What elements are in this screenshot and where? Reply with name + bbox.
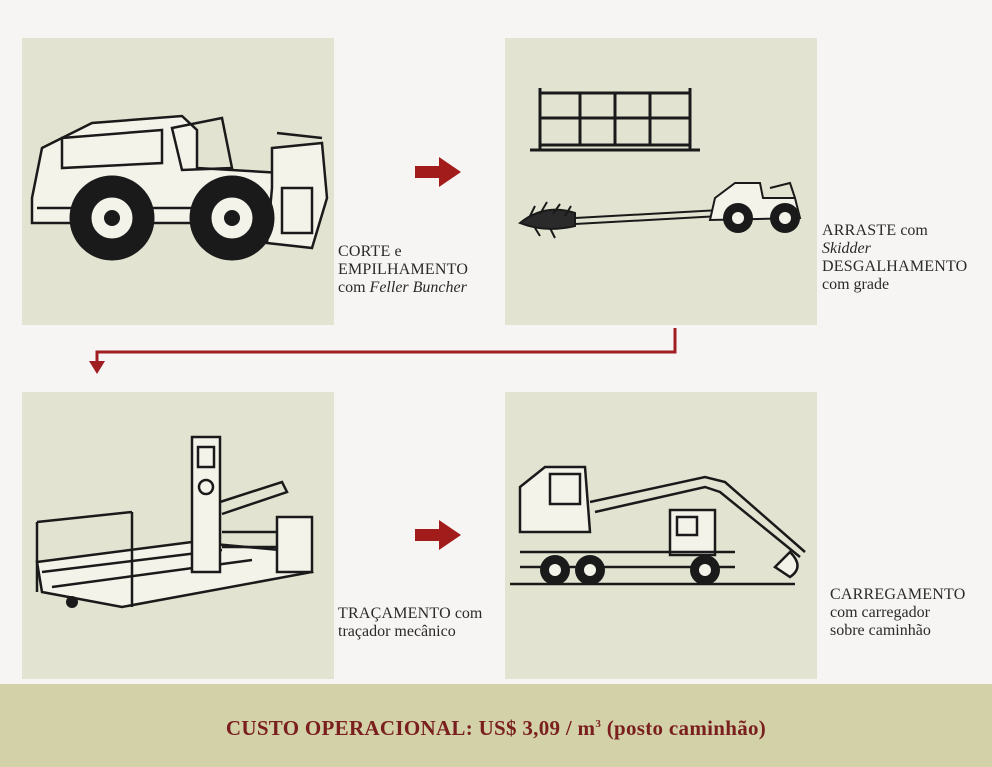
truck-loader-drawing [510, 465, 806, 586]
arrow-right-icon [415, 520, 461, 550]
skidder-and-grate-drawing [518, 88, 802, 239]
arrow-right-icon [415, 157, 461, 187]
cost-banner [0, 684, 992, 767]
operational-cost-text: CUSTO OPERACIONAL: US$ 3,09 / m3 (posto … [225, 716, 767, 740]
mechanical-slasher-drawing [35, 435, 314, 609]
step-1-panel [22, 38, 334, 325]
step-4-caption: CARREGAMENTO com carregador sobre caminh… [830, 586, 966, 639]
step-1-caption: CORTE e EMPILHAMENTO com Feller Buncher [338, 243, 469, 296]
connector-arrow [89, 328, 677, 374]
step-3-panel [22, 392, 334, 679]
step-3-caption: TRAÇAMENTO com traçador mecânico [338, 605, 483, 640]
step-2-panel [505, 38, 817, 325]
step-4-panel [505, 392, 817, 679]
feller-buncher-drawing [30, 114, 329, 261]
step-2-caption: ARRASTE com Skidder DESGALHAMENTO com gr… [822, 222, 968, 293]
